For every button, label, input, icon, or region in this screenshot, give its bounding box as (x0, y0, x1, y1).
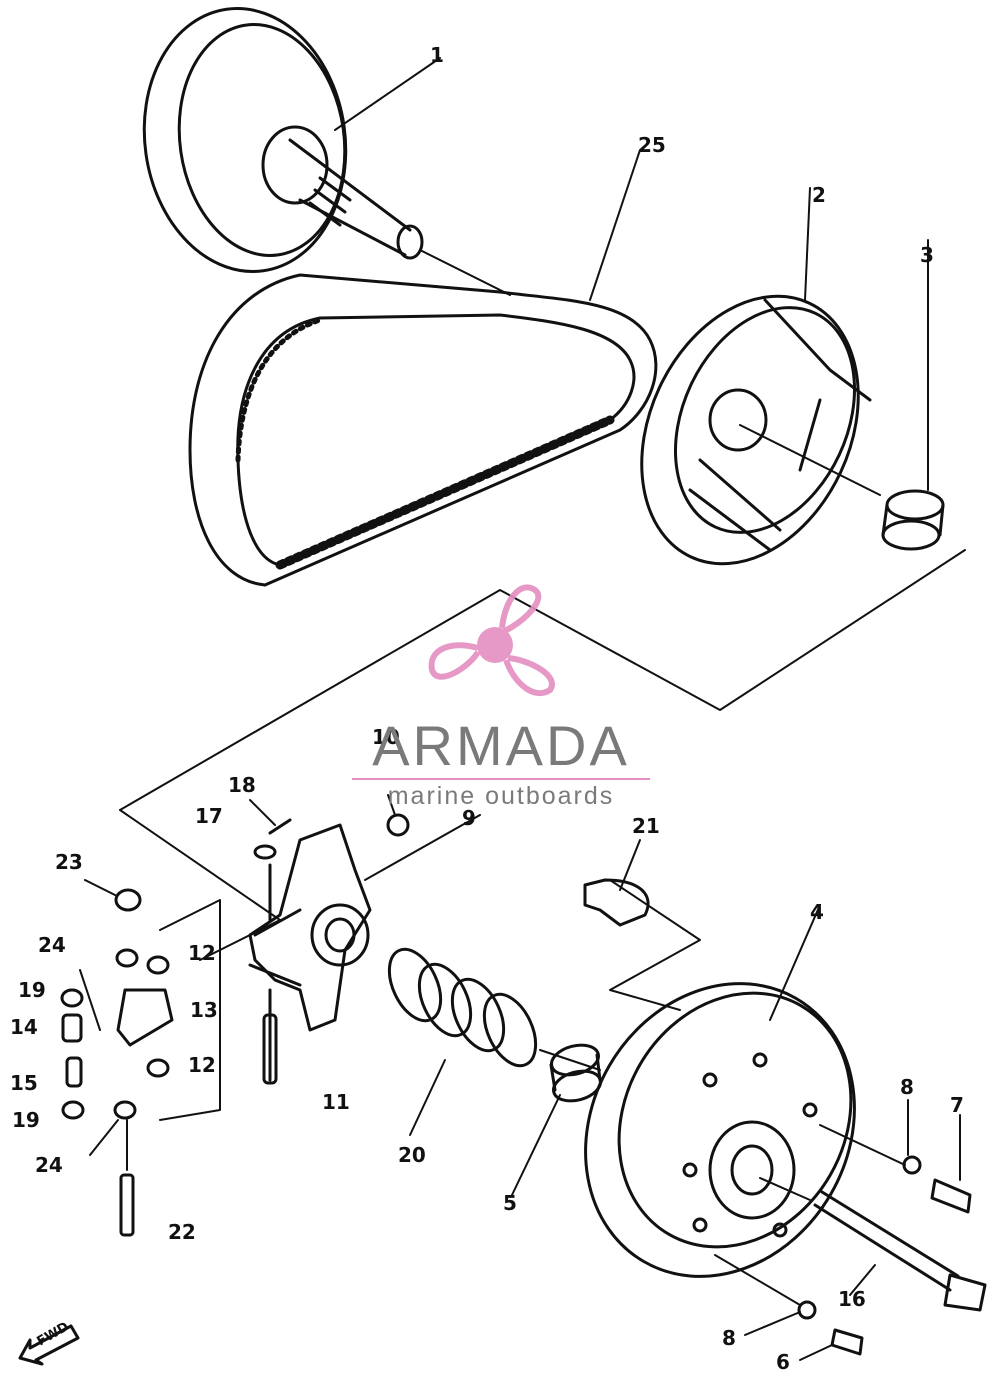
part-4-sheave (584, 904, 856, 1278)
callout-label: 20 (398, 1143, 426, 1167)
callout-label: 19 (12, 1108, 40, 1132)
callout-label: 1 (430, 43, 444, 67)
callout-label: 8 (722, 1326, 736, 1350)
callout-label: 23 (55, 850, 83, 874)
part-left-assembly (60, 879, 174, 1237)
callout-label: 9 (462, 806, 476, 830)
part-16-bolt (759, 1177, 987, 1312)
callout-label: 16 (838, 1287, 866, 1311)
callout-label: 10 (372, 725, 400, 749)
callout-label: 24 (35, 1153, 63, 1177)
callout-label: 15 (10, 1071, 38, 1095)
part-1-sheave (142, 7, 441, 273)
callout-label: 19 (18, 978, 46, 1002)
callout-label: 25 (638, 133, 666, 157)
callout-label: 24 (38, 933, 66, 957)
part-5-bushing (511, 1043, 602, 1196)
callout-label: 22 (168, 1220, 196, 1244)
callout-label: 21 (632, 814, 660, 838)
part-21-clip (583, 839, 650, 927)
part-7-8-fasteners (714, 1099, 972, 1361)
part-9-bracket (248, 794, 481, 1085)
part-2-housing (640, 187, 881, 566)
callout-label: 13 (190, 998, 218, 1022)
watermark-tagline: marine outboards (387, 782, 615, 810)
watermark-divider (352, 778, 650, 780)
callout-label: 4 (810, 900, 824, 924)
callout-label: 3 (920, 243, 934, 267)
watermark-brand: ARMADA (372, 714, 630, 777)
reference-lines (79, 549, 966, 1121)
callout-label: 2 (812, 183, 826, 207)
callout-label: 5 (503, 1191, 517, 1215)
callout-label: 14 (10, 1015, 38, 1039)
callout-label: 12 (188, 1053, 216, 1077)
propeller-icon (428, 584, 555, 697)
fwd-arrow-icon (18, 1324, 80, 1366)
callout-label: 17 (195, 804, 223, 828)
callout-label: 6 (776, 1350, 790, 1374)
part-25-belt (188, 149, 658, 587)
part-20-spring (387, 947, 538, 1136)
callout-label: 11 (322, 1090, 350, 1114)
callout-label: 7 (950, 1093, 964, 1117)
part-3-bushing (881, 239, 945, 551)
callout-label: 12 (188, 941, 216, 965)
callout-label: 8 (900, 1075, 914, 1099)
callout-label: 18 (228, 773, 256, 797)
